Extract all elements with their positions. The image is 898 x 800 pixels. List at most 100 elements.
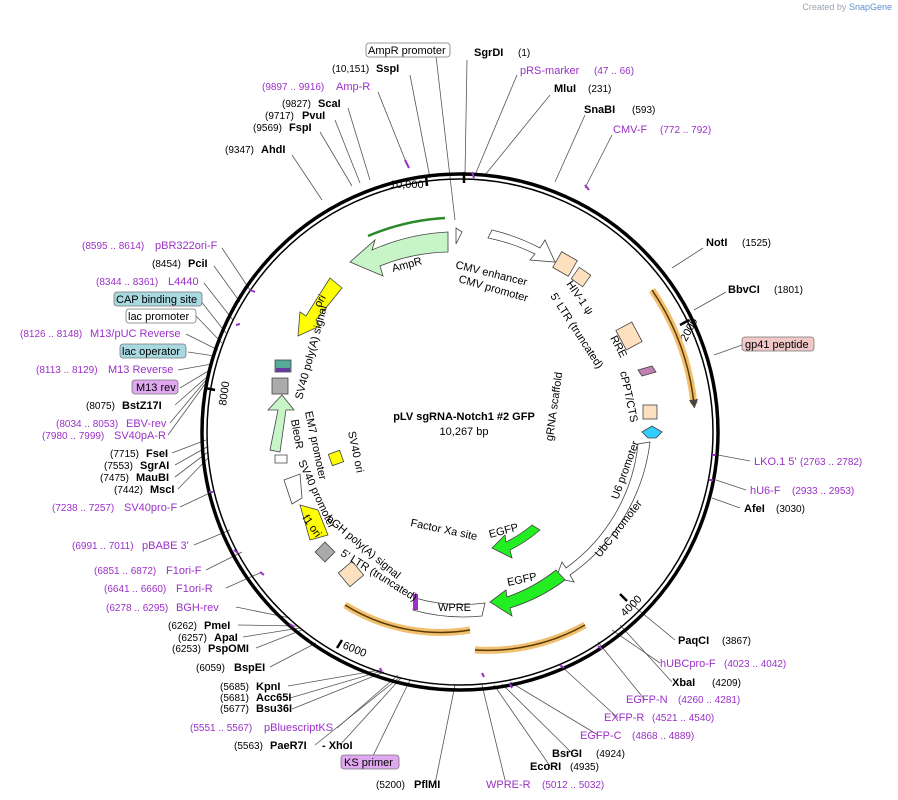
label-acc65i-pos: (5681) (220, 693, 249, 704)
feature-arrows (267, 216, 698, 654)
label-wpre-r: WPRE-R (486, 779, 531, 791)
label-mlui-pos: (231) (588, 84, 611, 95)
label-apai-pos: (6257) (178, 633, 207, 644)
tick-10000: 10,000 (390, 179, 424, 191)
outer-labels: AmpR promoter SgrDI (1) (10,151) SspI pR… (20, 45, 862, 791)
feature-factor-xa: Factor Xa site (409, 517, 478, 543)
feature-bleor: BleoR (288, 418, 305, 450)
label-lac-operator: lac operator (122, 346, 180, 358)
label-amp-r-pos: (9897 .. 9916) (262, 82, 324, 93)
label-exfp-r-pos: (4521 .. 4540) (652, 713, 714, 724)
label-sv40pro: SV40pro-F (124, 502, 177, 514)
label-noti: NotI (706, 237, 727, 249)
label-ebv-rev: EBV-rev (126, 418, 167, 430)
label-ampr-promoter: AmpR promoter (368, 45, 446, 57)
plasmid-name: pLV sgRNA-Notch1 #2 GFP (393, 411, 535, 423)
label-sspi-pos: (10,151) (332, 64, 369, 75)
label-kpni-pos: (5685) (220, 682, 249, 693)
label-egfp-c: EGFP-C (580, 730, 622, 742)
label-ecori: EcoRI (530, 761, 561, 773)
feature-grna-scaffold: gRNA scaffold (544, 371, 566, 442)
label-l4440: L4440 (168, 276, 199, 288)
label-sv40pa-pos: (7980 .. 7999) (42, 431, 104, 442)
label-m13-rev-box: M13 rev (136, 382, 176, 394)
label-mlui: MluI (554, 83, 576, 95)
label-snabi-pos: (593) (632, 105, 655, 116)
label-bsu36i-pos: (5677) (220, 704, 249, 715)
label-prs-marker-pos: (47 .. 66) (594, 66, 634, 77)
label-ahdi-pos: (9347) (225, 145, 254, 156)
label-m13rev-pos: (8113 .. 8129) (36, 365, 98, 376)
label-afei-pos: (3030) (776, 504, 805, 515)
label-wpre-r-pos: (5012 .. 5032) (542, 780, 604, 791)
label-egfp-n: EGFP-N (626, 694, 668, 706)
label-lko-pos: (2763 .. 2782) (800, 457, 862, 468)
label-scai: ScaI (318, 98, 341, 110)
label-exfp-r: EXFP-R (604, 712, 644, 724)
label-cmv-f-pos: (772 .. 792) (660, 125, 711, 136)
label-scai-pos: (9827) (282, 99, 311, 110)
label-pvui-pos: (9717) (265, 111, 294, 122)
label-pbluescript-pos: (5551 .. 5567) (190, 723, 252, 734)
label-bgh-rev: BGH-rev (176, 602, 219, 614)
label-egfp-c-pos: (4868 .. 4889) (632, 731, 694, 742)
label-m13puc-pos: (8126 .. 8148) (20, 329, 82, 340)
label-bsrgi: BsrGI (552, 748, 582, 760)
label-bspei-pos: (6059) (196, 663, 225, 674)
primer-marks (209, 159, 716, 689)
label-hubcpro-pos: (4023 .. 4042) (724, 659, 786, 670)
label-f1ori-r-pos: (6641 .. 6660) (104, 584, 166, 595)
label-paqci-pos: (3867) (722, 636, 751, 647)
feature-wpre: WPRE (438, 602, 471, 614)
label-kpni: KpnI (256, 681, 280, 693)
label-pspomi-pos: (6253) (172, 644, 201, 655)
label-lac-promoter: lac promoter (128, 311, 189, 323)
label-maubi-pos: (7475) (100, 473, 129, 484)
label-cap-binding: CAP binding site (116, 294, 197, 306)
label-acc65i: Acc65I (256, 692, 291, 704)
label-sgrdi: SgrDI (474, 47, 503, 59)
label-boxes (113, 42, 815, 770)
label-paer7i: PaeR7I (270, 740, 307, 752)
label-pmei: PmeI (204, 620, 230, 632)
label-pbr322-pos: (8595 .. 8614) (82, 241, 144, 252)
label-l4440-pos: (8344 .. 8361) (96, 277, 158, 288)
label-fspi: FspI (289, 122, 312, 134)
label-hubcpro: hUBCpro-F (660, 658, 716, 670)
label-egfp-n-pos: (4260 .. 4281) (678, 695, 740, 706)
label-sv40pro-pos: (7238 .. 7257) (52, 503, 114, 514)
label-pspomi: PspOMI (208, 643, 249, 655)
label-cmv-f: CMV-F (613, 124, 648, 136)
label-bsrgi-pos: (4924) (596, 749, 625, 760)
label-paer7i-pos: (5563) (234, 741, 263, 752)
label-pbluescript: pBluescriptKS (264, 722, 333, 734)
label-sgrdi-pos: (1) (518, 48, 530, 59)
label-xhoi: - XhoI (322, 740, 353, 752)
label-paqci: PaqCI (678, 635, 709, 647)
label-sgrai: SgrAI (140, 460, 169, 472)
label-xbai-pos: (4209) (712, 678, 741, 689)
backbone-outer (200, 172, 720, 692)
label-sspi: SspI (376, 63, 399, 75)
label-sgrai-pos: (7553) (104, 461, 133, 472)
label-bstz17i-pos: (8075) (86, 401, 115, 412)
label-bspei: BspEI (234, 662, 265, 674)
credit-prefix: Created by (802, 2, 847, 12)
label-bbvci: BbvCI (728, 284, 760, 296)
label-pbr322: pBR322ori-F (155, 240, 218, 252)
label-amp-r: Amp-R (336, 81, 370, 93)
label-xbai: XbaI (672, 677, 695, 689)
label-f1ori-r: F1ori-R (176, 583, 213, 595)
label-msci-pos: (7442) (114, 485, 143, 496)
plasmid-size: 10,267 bp (440, 426, 489, 438)
backbone-inner (206, 178, 714, 686)
label-pflmi-pos: (5200) (376, 780, 405, 791)
label-bstz17i: BstZ17I (122, 400, 162, 412)
label-fsei-pos: (7715) (110, 449, 139, 460)
feature-cppt: cPPT/CTS (617, 370, 640, 423)
label-ks-primer: KS primer (344, 757, 393, 769)
label-apai: ApaI (214, 632, 238, 644)
label-prs-marker: pRS-marker (520, 65, 580, 77)
